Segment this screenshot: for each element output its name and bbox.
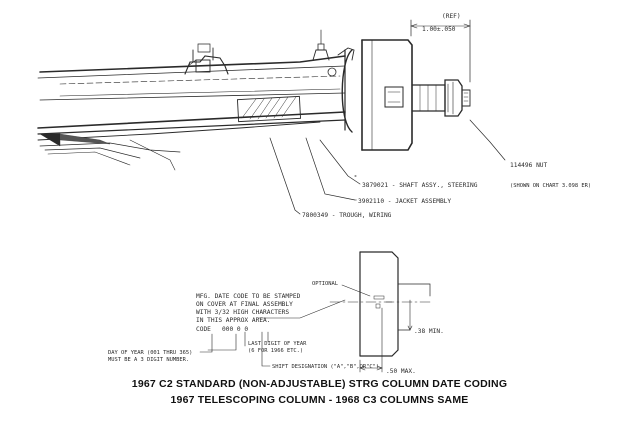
code-value: 000 0 0: [222, 326, 248, 333]
leader-lines: [269, 119, 506, 215]
day-of-year-line-1: DAY OF YEAR (001 THRU 365): [108, 350, 192, 356]
mfg-note-line-4: IN THIS APPROX AREA.: [196, 317, 271, 324]
optional-label: OPTIONAL: [312, 281, 338, 287]
caption-line-2: 1967 TELESCOPING COLUMN - 1968 C3 COLUMN…: [170, 394, 469, 406]
ref-label: (REF): [442, 13, 461, 20]
shift-designation-label: SHIFT DESIGNATION ("A","B",OR"C"): [272, 364, 379, 370]
shown-note-label: (SHOWN ON CHART 3.098 ER): [510, 183, 591, 189]
day-of-year-line-2: MUST BE A 3 DIGIT NUMBER.: [108, 357, 189, 363]
mfg-note-line-3: WITH 3/32 HIGH CHARACTERS: [196, 309, 289, 316]
ref-dimension: [410, 19, 471, 83]
last-digit-line-2: (6 FOR 1966 ETC.): [248, 348, 303, 354]
cover-detail-view: [329, 251, 431, 373]
trough-label: 7800349 - TROUGH, WIRING: [302, 212, 392, 219]
nut-label: 114496 NUT: [510, 162, 548, 169]
shaft-assy-label: 3879021 - SHAFT ASSY., STEERING: [362, 182, 478, 189]
jacket-label: 3902110 - JACKET ASSEMBLY: [358, 198, 451, 205]
column-cover-hub: [341, 39, 413, 151]
min-dimension-label: .38 MIN.: [414, 328, 444, 335]
max-dimension-label: .50 MAX.: [386, 368, 416, 375]
code-leaders: [199, 299, 346, 367]
code-label: CODE: [196, 326, 211, 333]
column-tube: [37, 55, 346, 171]
center-fastener: [312, 29, 355, 77]
mfg-note-line-1: MFG. DATE CODE TO BE STAMPED: [196, 293, 301, 300]
top-dimension-label: 1.00±.050: [422, 26, 456, 33]
shaft-end: [411, 79, 471, 117]
mfg-note-line-2: ON COVER AT FINAL ASSEMBLY: [196, 301, 293, 308]
caption-line-1: 1967 C2 STANDARD (NON-ADJUSTABLE) STRG C…: [131, 378, 508, 390]
mounting-bracket: [184, 43, 229, 75]
last-digit-line-1: LAST DIGIT OF YEAR: [248, 341, 307, 347]
